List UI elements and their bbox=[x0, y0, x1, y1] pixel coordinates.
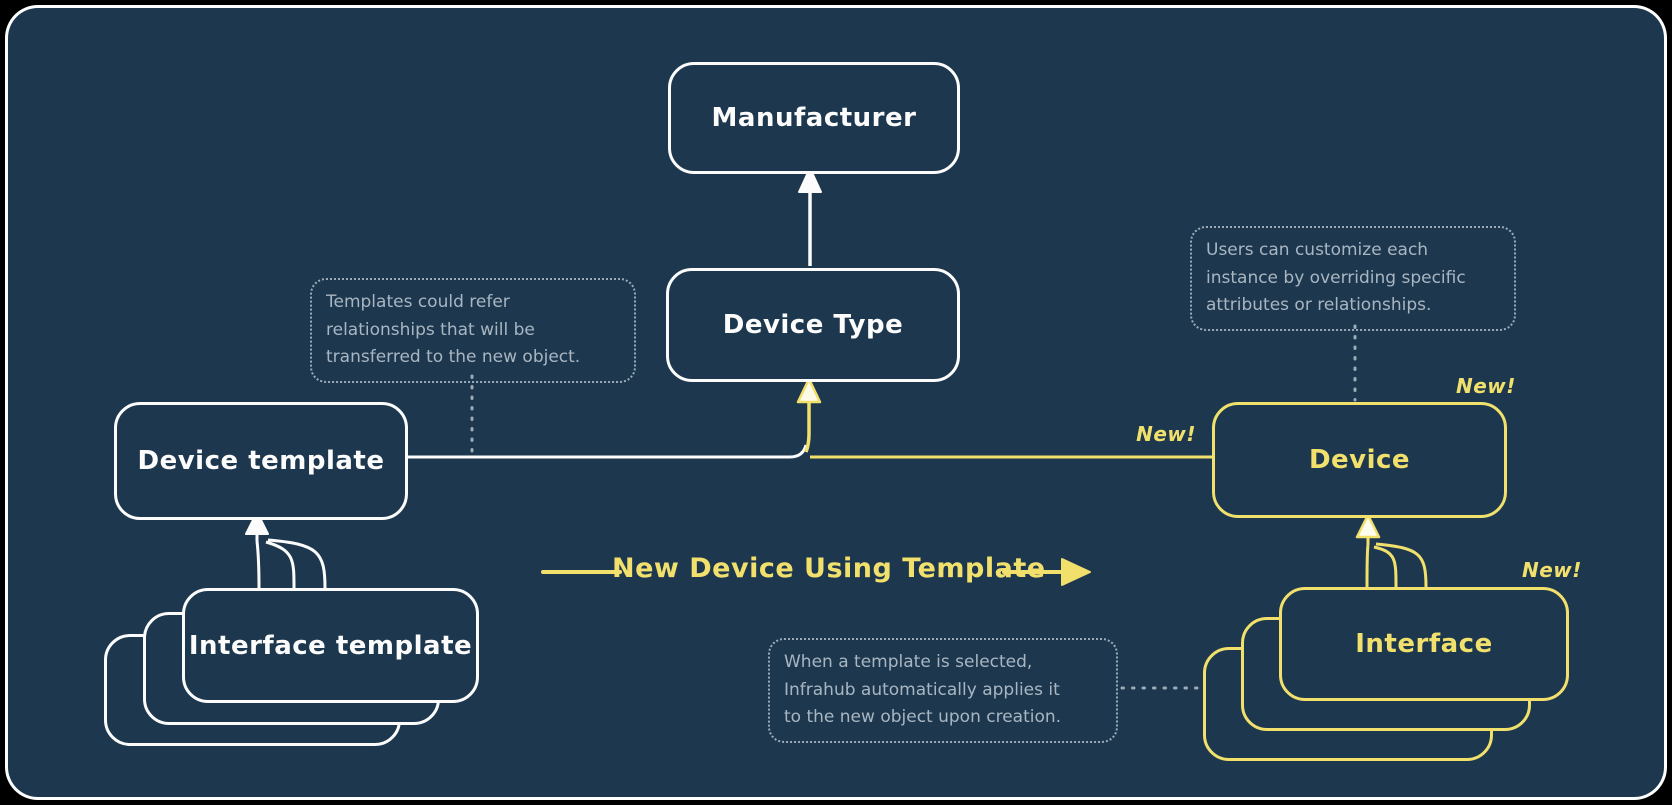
node-device: Device bbox=[1212, 402, 1507, 518]
note-templates-line1: Templates could refer bbox=[326, 292, 510, 312]
node-device-template: Device template bbox=[114, 402, 408, 520]
node-device-template-label: Device template bbox=[137, 446, 385, 476]
node-interface-template: Interface template bbox=[182, 588, 479, 703]
node-device-label: Device bbox=[1308, 445, 1411, 475]
note-customize-line1: Users can customize each bbox=[1206, 240, 1429, 260]
node-device-type-label: Device Type bbox=[722, 310, 904, 340]
node-interface-label: Interface bbox=[1355, 629, 1493, 659]
note-customize-line2: instance by overriding specific bbox=[1206, 267, 1466, 288]
note-customize-line3: attributes or relationships. bbox=[1206, 295, 1432, 316]
note-apply-line2: Infrahub automatically applies it bbox=[784, 679, 1060, 700]
node-manufacturer: Manufacturer bbox=[668, 62, 960, 174]
note-apply-line3: to the new object upon creation. bbox=[784, 707, 1062, 728]
note-templates: Templates could refer relationships that… bbox=[310, 278, 636, 383]
note-templates-line2: relationships that will be bbox=[326, 319, 535, 340]
note-apply: When a template is selected, Infrahub au… bbox=[768, 638, 1118, 743]
node-manufacturer-label: Manufacturer bbox=[711, 103, 917, 133]
node-device-type: Device Type bbox=[666, 268, 960, 382]
node-interface: Interface bbox=[1279, 587, 1569, 701]
badge-new-device: New! bbox=[1456, 374, 1516, 398]
note-apply-line1: When a template is selected, bbox=[784, 652, 1033, 672]
note-templates-line3: transferred to the new object. bbox=[326, 347, 581, 368]
note-customize: Users can customize each instance by ove… bbox=[1190, 226, 1516, 331]
node-interface-template-label: Interface template bbox=[188, 630, 473, 661]
badge-new-device-line: New! bbox=[1136, 422, 1196, 446]
badge-new-interface: New! bbox=[1522, 558, 1582, 582]
flow-arrow-label: New Device Using Template bbox=[612, 553, 1046, 584]
